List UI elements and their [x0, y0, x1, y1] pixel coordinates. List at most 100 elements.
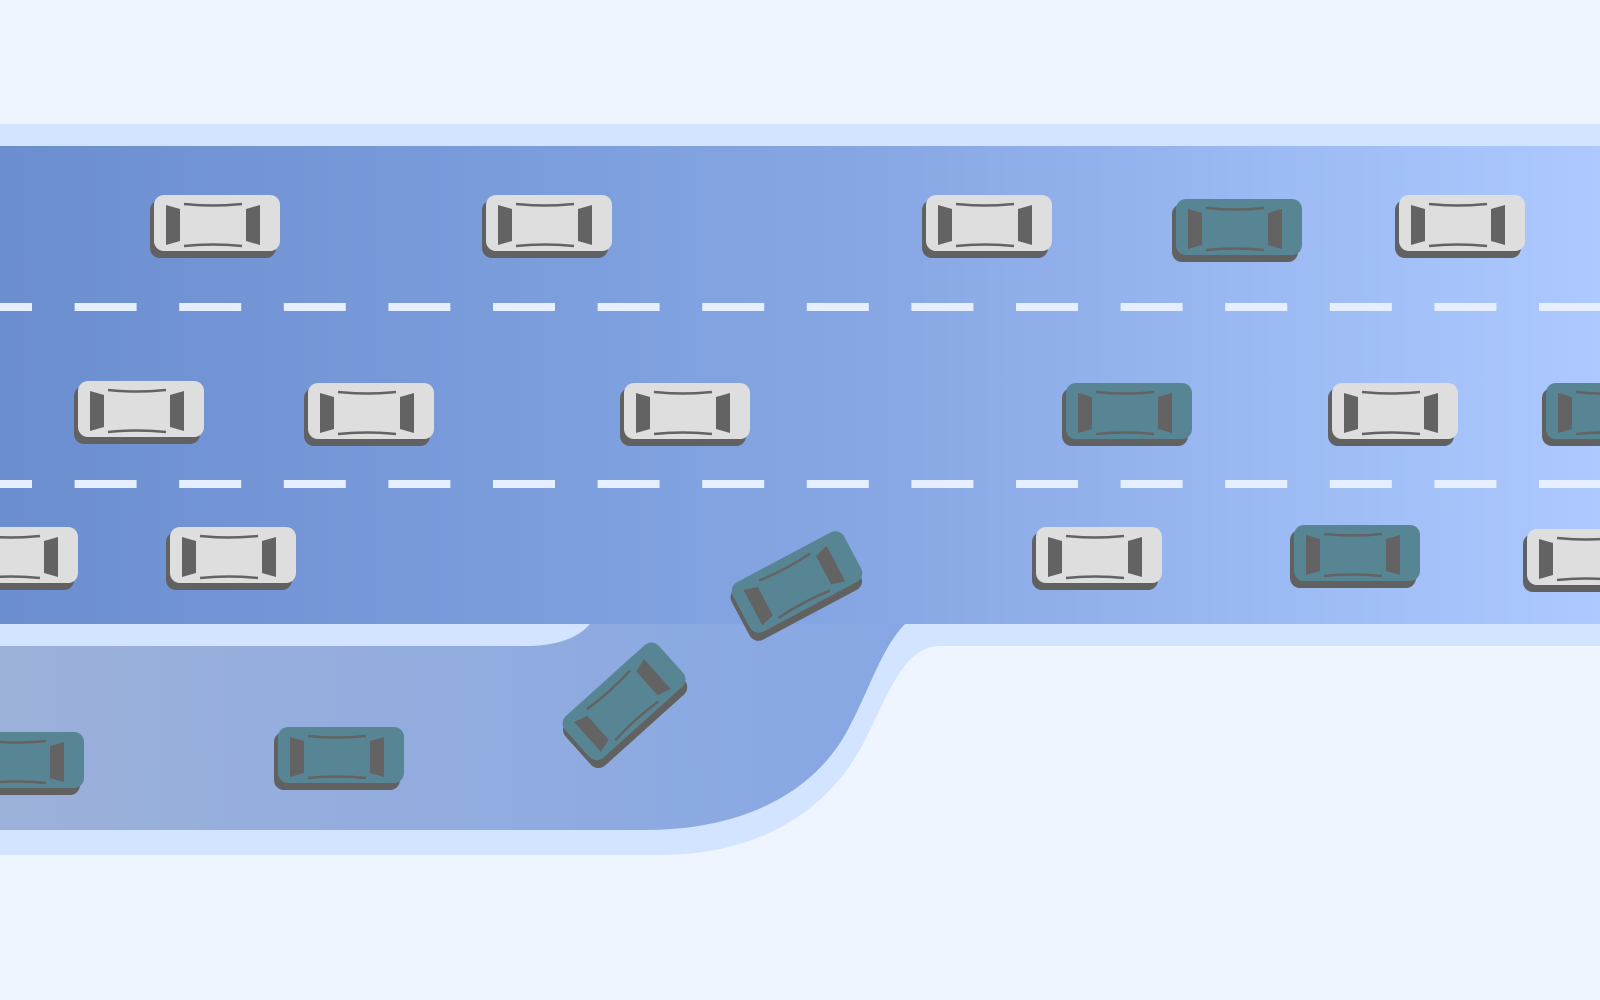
car-windshield	[262, 537, 276, 577]
car-rear-window	[1344, 393, 1358, 433]
lane-dash	[388, 303, 451, 311]
car-windshield	[1018, 205, 1032, 245]
car-topdown-icon	[562, 642, 688, 769]
car-roof-line-top	[307, 734, 367, 739]
car-topdown-icon	[620, 383, 750, 446]
lane-dash	[74, 303, 137, 311]
exit-ramp	[0, 624, 905, 830]
lane-dash	[1225, 480, 1288, 488]
car-windshield	[1268, 209, 1282, 249]
car-rear-window	[636, 393, 650, 433]
car-roof-line-bottom	[0, 575, 41, 580]
car-topdown-icon	[150, 195, 280, 258]
car-windshield	[170, 391, 184, 431]
lane-dash	[493, 303, 555, 311]
car-rear-window	[290, 737, 304, 777]
vehicles	[0, 195, 1600, 795]
car-rear-window	[1539, 539, 1553, 579]
lane-dash	[1329, 303, 1392, 311]
car-roof-line-top	[183, 202, 243, 207]
lane-dash	[702, 480, 765, 488]
car-rear-window	[320, 393, 334, 433]
car-roof-line-bottom	[1361, 431, 1421, 436]
lane-dash	[1225, 303, 1288, 311]
car-rear-window	[166, 205, 180, 245]
car-rear-window	[743, 587, 773, 626]
lane-dash	[1016, 480, 1078, 488]
car-body	[0, 527, 78, 583]
car-topdown-icon	[1328, 383, 1458, 446]
car-roof-line-top	[1065, 534, 1125, 539]
car-rear-window	[1306, 535, 1320, 575]
car-roof-line-bottom	[183, 243, 243, 248]
car-roof-line-bottom	[515, 243, 575, 248]
lane-dash	[283, 480, 346, 488]
lane-dash	[388, 480, 451, 488]
car-roof-line-top	[337, 390, 397, 395]
lane-markings-upper	[0, 303, 1600, 311]
car-roof-line-bottom	[614, 700, 659, 742]
lane-dash	[911, 480, 974, 488]
car-topdown-icon	[1542, 383, 1600, 446]
car-roof-line-bottom	[1323, 573, 1383, 578]
car-rear-window	[498, 205, 512, 245]
lane-dash	[74, 480, 137, 488]
car-windshield	[246, 205, 260, 245]
car-topdown-icon	[0, 732, 84, 795]
car-roof-line-top	[1361, 390, 1421, 395]
car-roof-line-top	[758, 552, 811, 582]
lane-dash	[1329, 480, 1392, 488]
lane-dash	[597, 303, 660, 311]
car-roof-line-top	[1323, 532, 1383, 537]
lane-dash	[493, 480, 555, 488]
car-roof-line-bottom	[1205, 247, 1265, 252]
lane-dash	[283, 303, 346, 311]
car-roof-line-top	[1205, 206, 1265, 211]
car-topdown-icon	[1032, 527, 1162, 590]
car-windshield	[1128, 537, 1142, 577]
top-shoulder	[0, 124, 1600, 146]
car-topdown-icon	[730, 531, 863, 641]
car-roof-line-bottom	[1556, 577, 1600, 582]
car-rear-window	[1048, 537, 1062, 577]
car-topdown-icon	[922, 195, 1052, 258]
car-rear-window	[574, 715, 609, 752]
car-topdown-icon	[1290, 525, 1420, 588]
car-topdown-icon	[166, 527, 296, 590]
car-roof-line-bottom	[0, 780, 47, 785]
car-windshield	[370, 737, 384, 777]
car-rear-window	[938, 205, 952, 245]
lane-dash	[1539, 303, 1600, 311]
car-rear-window	[1558, 393, 1572, 433]
car-windshield	[1424, 393, 1438, 433]
lane-dash	[1120, 303, 1183, 311]
car-topdown-icon	[274, 727, 404, 790]
car-topdown-icon	[1523, 529, 1600, 592]
car-windshield	[1158, 393, 1172, 433]
car-roof-line-top	[107, 388, 167, 393]
car-roof-line-top	[1428, 202, 1488, 207]
car-roof-line-bottom	[1095, 431, 1155, 436]
car-roof-line-bottom	[107, 429, 167, 434]
lane-markings-lower	[0, 480, 1600, 488]
car-roof-line-bottom	[1428, 243, 1488, 248]
lane-dash	[1120, 480, 1183, 488]
car-roof-line-top	[1556, 536, 1600, 541]
car-rear-window	[1188, 209, 1202, 249]
lane-dash	[597, 480, 660, 488]
car-roof-line-bottom	[199, 575, 259, 580]
car-topdown-icon	[304, 383, 434, 446]
car-roof-line-top	[1575, 390, 1600, 395]
lane-dash	[0, 480, 32, 488]
car-roof-line-bottom	[777, 589, 831, 619]
car-body	[1546, 383, 1600, 439]
lane-dash	[0, 303, 32, 311]
car-roof-line-top	[0, 534, 41, 539]
lane-dash	[702, 303, 765, 311]
car-topdown-icon	[1395, 195, 1525, 258]
lane-dash	[806, 480, 869, 488]
car-windshield	[1491, 205, 1505, 245]
lane-dash	[1434, 303, 1497, 311]
car-topdown-icon	[482, 195, 612, 258]
